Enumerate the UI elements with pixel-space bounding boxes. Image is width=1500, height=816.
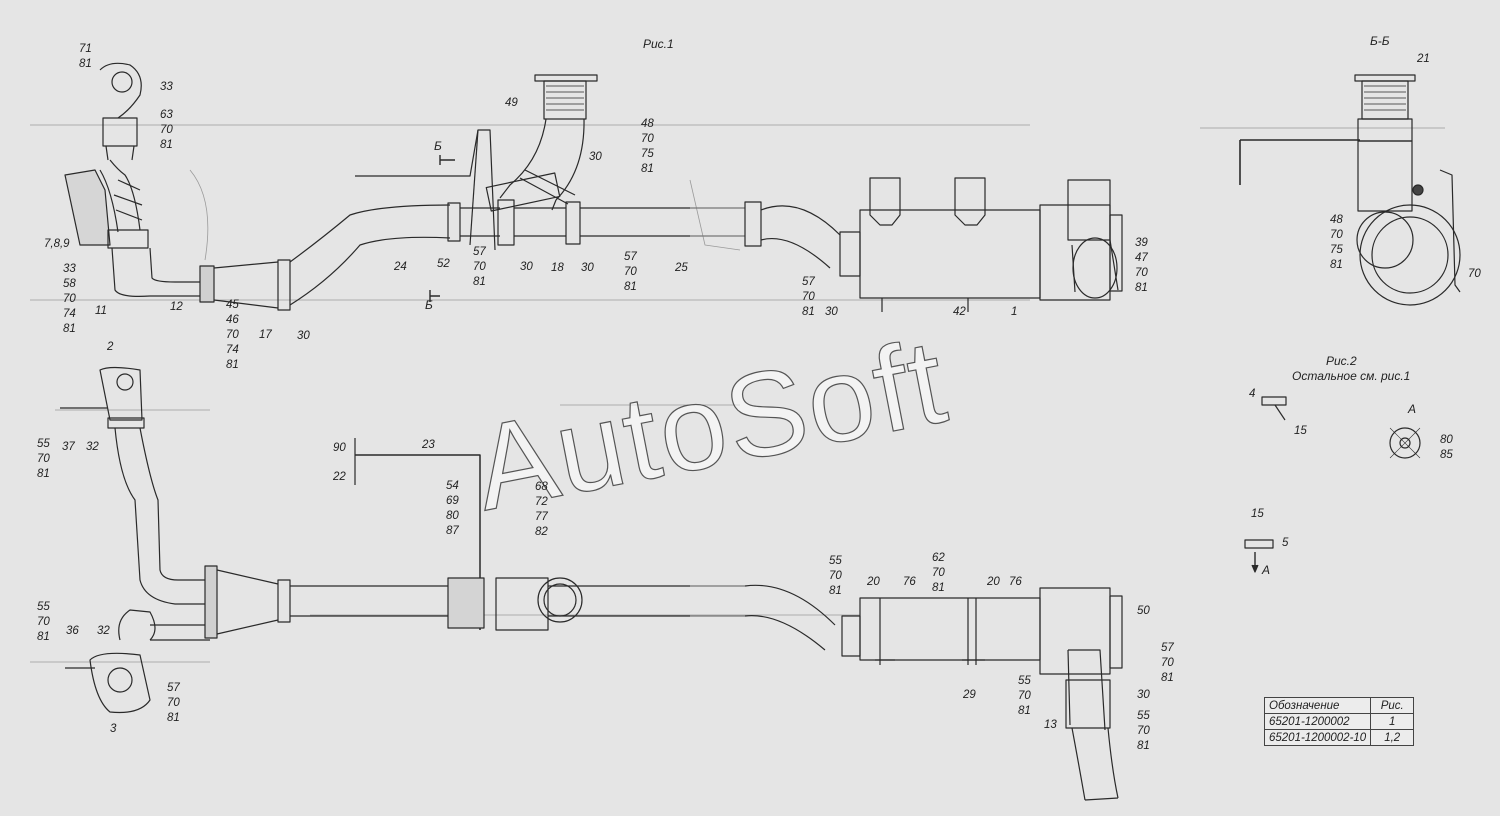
table-header-designation: Обозначение — [1263, 697, 1372, 714]
table-header-row: Обозначение Рис. — [1263, 697, 1415, 714]
callout-label: 57 70 81 — [473, 246, 486, 288]
callout-label: 4 — [1249, 388, 1256, 400]
callout-label: 7,8,9 — [44, 238, 70, 250]
callout-label: 55 70 81 — [37, 601, 50, 643]
section-b-top-marker: Б — [434, 139, 442, 153]
upper-view — [30, 62, 1123, 312]
callout-label: 62 70 81 — [932, 552, 945, 594]
callout-label: 49 — [505, 97, 518, 109]
callout-label: 48 70 75 81 — [1330, 214, 1343, 271]
callout-label: 30 — [589, 151, 602, 163]
table-row: 65201-1200002 1 — [1263, 713, 1415, 730]
callout-label: 50 — [1137, 605, 1150, 617]
callout-label: 32 — [86, 441, 99, 453]
figure-1-caption: Рис.1 — [643, 37, 674, 51]
view-a-arrow-label: А — [1262, 563, 1271, 577]
section-bb-view — [1200, 74, 1461, 306]
callout-label: 30 — [581, 262, 594, 274]
callout-label: 57 70 81 — [624, 251, 637, 293]
view-a-caption: А — [1408, 402, 1417, 416]
callout-label: 24 — [394, 261, 407, 273]
callout-label: 3 — [110, 723, 117, 735]
callout-label: 1 — [1011, 306, 1018, 318]
callout-label: 55 70 81 — [1018, 675, 1031, 717]
callout-label: 11 — [95, 305, 107, 317]
callout-label: 18 — [551, 262, 564, 274]
callout-label: 23 — [422, 439, 435, 451]
callout-label: 15 — [1294, 425, 1307, 437]
callout-label: 52 — [437, 258, 450, 270]
callout-label: 90 — [333, 442, 346, 454]
callout-label: 80 85 — [1440, 434, 1453, 461]
callout-label: 32 — [97, 625, 110, 637]
callout-label: 37 — [62, 441, 75, 453]
callout-label: 48 70 75 81 — [641, 118, 654, 175]
callout-label: 76 — [1009, 576, 1022, 588]
callout-label: 42 — [953, 306, 966, 318]
callout-label: 36 — [66, 625, 79, 637]
designation-table: Обозначение Рис. 65201-1200002 1 65201-1… — [1263, 697, 1415, 746]
callout-label: 20 — [987, 576, 1000, 588]
callout-label: 20 — [867, 576, 880, 588]
table-header-figure: Рис. — [1370, 697, 1415, 714]
callout-label: 30 — [297, 330, 310, 342]
callout-label: 30 — [520, 261, 533, 273]
callout-label: 54 69 80 87 — [446, 480, 459, 537]
callout-label: 68 72 77 82 — [535, 481, 548, 538]
callout-label: 5 — [1282, 537, 1289, 549]
callout-label: 55 70 81 — [829, 555, 842, 597]
callout-label: 30 — [1137, 689, 1150, 701]
callout-label: 39 47 70 81 — [1135, 237, 1148, 294]
section-bb-caption: Б-Б — [1370, 34, 1390, 48]
callout-label: 30 — [825, 306, 838, 318]
callout-label: 29 — [963, 689, 976, 701]
callout-label: 33 58 70 74 81 — [63, 263, 76, 335]
callout-label: 55 70 81 — [1137, 710, 1150, 752]
callout-label: 76 — [903, 576, 916, 588]
callout-label: 45 46 70 74 81 — [226, 299, 239, 371]
callout-label: 25 — [675, 262, 688, 274]
callout-label: 2 — [107, 341, 114, 353]
callout-label: 33 — [160, 81, 173, 93]
callout-label: 71 81 — [79, 43, 92, 70]
table-cell-designation: 65201-1200002-10 — [1263, 729, 1372, 746]
callout-label: 13 — [1044, 719, 1057, 731]
callout-label: 15 — [1251, 508, 1264, 520]
callout-label: 57 70 81 — [802, 276, 815, 318]
callout-label: 22 — [333, 471, 346, 483]
callout-label: 70 — [1468, 268, 1481, 280]
fig2-details — [1244, 396, 1421, 573]
callout-label: 17 — [259, 329, 272, 341]
callout-label: 63 70 81 — [160, 109, 173, 151]
callout-label: 12 — [170, 301, 183, 313]
table-cell-figure: 1 — [1370, 713, 1415, 730]
lower-view — [30, 366, 1123, 801]
figure-2-caption: Рис.2 — [1326, 354, 1357, 368]
callout-label: 57 70 81 — [1161, 642, 1174, 684]
callout-label: 21 — [1417, 53, 1430, 65]
table-row: 65201-1200002-10 1,2 — [1263, 729, 1415, 746]
table-cell-designation: 65201-1200002 — [1263, 713, 1372, 730]
section-b-bottom-marker: Б — [425, 298, 433, 312]
callout-label: 55 70 81 — [37, 438, 50, 480]
table-cell-figure: 1,2 — [1370, 729, 1415, 746]
figure-2-note: Остальное см. рис.1 — [1292, 369, 1411, 383]
callout-label: 57 70 81 — [167, 682, 180, 724]
